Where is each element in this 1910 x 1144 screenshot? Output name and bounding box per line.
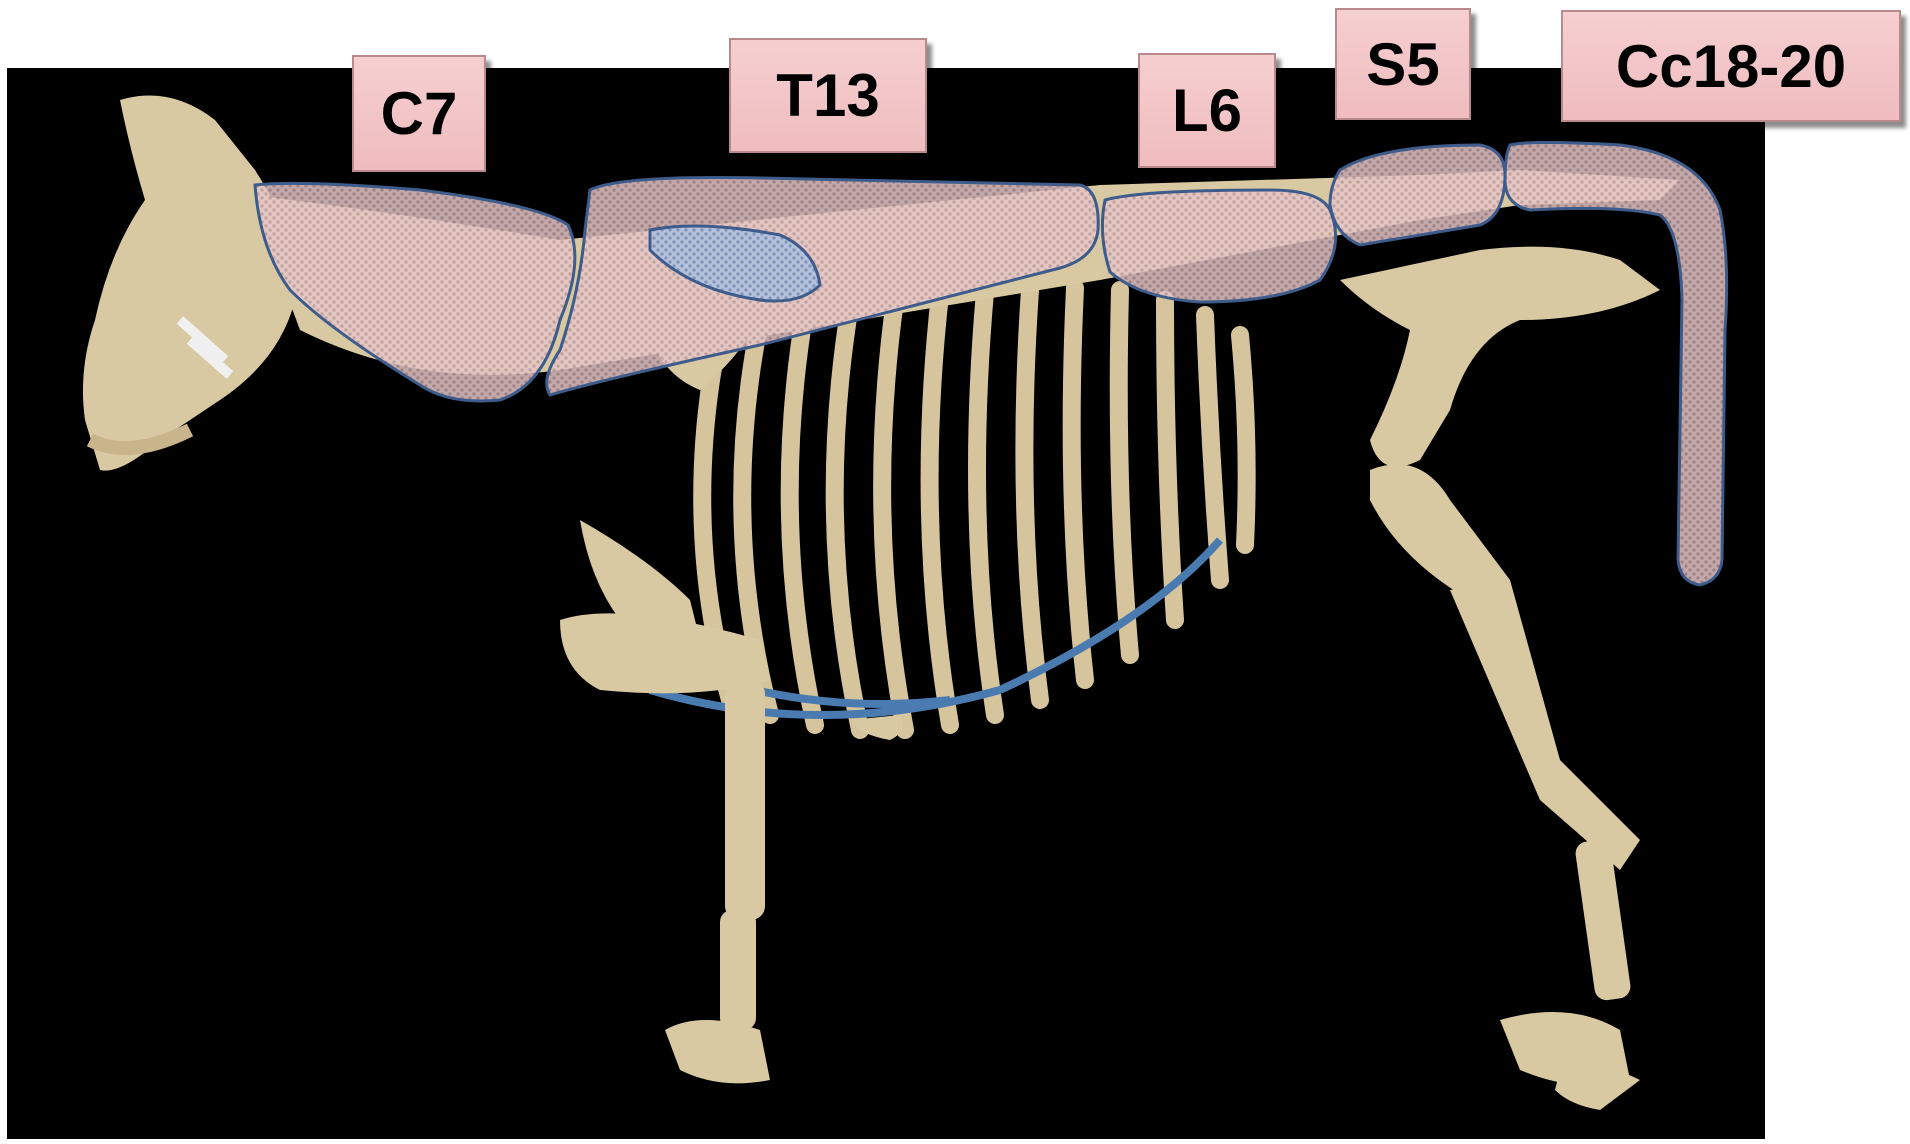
- label-thoracic: T13: [729, 38, 927, 153]
- region-lumbar: [1102, 190, 1335, 302]
- label-cervical: C7: [352, 55, 486, 172]
- label-sacral: S5: [1335, 8, 1471, 120]
- label-lumbar: L6: [1138, 53, 1276, 168]
- label-coccygeal: Cc18-20: [1561, 10, 1901, 122]
